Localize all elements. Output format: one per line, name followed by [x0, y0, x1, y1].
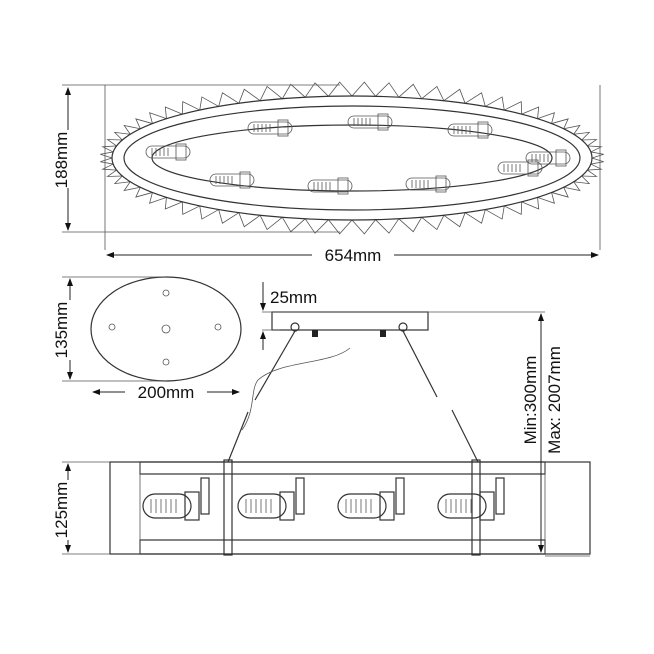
- inner-ring: [151, 124, 553, 192]
- crystal-drop: [304, 82, 329, 98]
- crystal-drop: [587, 145, 603, 153]
- canopy-side: [271, 311, 429, 331]
- crystal-drop: [537, 192, 555, 204]
- crystal-drop: [199, 205, 219, 220]
- crystal-drop: [123, 124, 141, 135]
- crystal-drop: [485, 96, 505, 111]
- outer-ring: [111, 95, 593, 221]
- lamp-top: [145, 143, 191, 161]
- crystal-drop: [537, 112, 555, 124]
- drop-min-label: Min:300mm: [521, 356, 540, 445]
- crystal-drop: [485, 205, 505, 220]
- canopy-width-label: 200mm: [138, 383, 195, 402]
- crystal-drop: [135, 187, 153, 198]
- top-view: 188mm 654mm: [52, 81, 604, 265]
- crystal-drop: [421, 85, 445, 101]
- crystal-drop: [573, 131, 591, 141]
- suspension-cable-right: [402, 330, 438, 398]
- crystal-drop: [199, 96, 219, 111]
- crystal-drop: [218, 92, 240, 107]
- height-label: 188mm: [52, 132, 71, 189]
- crystal-drop: [351, 219, 376, 235]
- crystal-drop: [563, 181, 581, 192]
- crystal-drop: [123, 181, 141, 192]
- crystal-drop: [149, 192, 167, 204]
- crystal-drop: [281, 217, 306, 233]
- length-label: 654mm: [325, 246, 382, 265]
- crystal-drop: [113, 131, 131, 141]
- crystal-drop: [164, 197, 183, 210]
- lamp-side: [437, 477, 505, 521]
- top-lamps: [145, 113, 571, 195]
- crystal-drop: [106, 169, 123, 177]
- crystal-drop: [181, 101, 200, 115]
- frame-ring: [123, 105, 581, 211]
- lamp-side: [237, 477, 305, 521]
- lamp-side: [337, 477, 405, 521]
- crystal-drop: [238, 212, 261, 228]
- lamp-top: [347, 113, 393, 131]
- crystal-drop: [281, 83, 306, 99]
- crystal-drop: [504, 101, 523, 115]
- crystal-drop: [587, 163, 603, 171]
- crystal-drop: [398, 217, 423, 233]
- lamp-top: [525, 149, 571, 167]
- crystal-drop: [581, 139, 598, 147]
- crystal-drop: [149, 112, 167, 124]
- crystal-drop: [100, 157, 114, 165]
- lamp-top: [209, 171, 255, 189]
- canopy-view: 135mm 200mm: [52, 276, 242, 402]
- lamp-side: [142, 477, 210, 521]
- lamp-top: [405, 175, 451, 193]
- crystal-drop: [464, 92, 486, 107]
- crystal-drop: [328, 219, 353, 235]
- crystal-drop: [375, 218, 400, 234]
- crystal-drop: [443, 212, 466, 228]
- crystal-drop: [581, 169, 598, 177]
- crystal-drop: [181, 201, 200, 215]
- crystal-drop: [573, 175, 591, 185]
- crystal-drop: [218, 209, 240, 224]
- crystal-drop: [304, 218, 329, 234]
- crystal-drop: [100, 151, 114, 159]
- crystal-drop: [590, 157, 604, 165]
- crystal-drop: [238, 88, 261, 104]
- crystal-drop: [351, 81, 376, 97]
- crystal-drop: [328, 81, 353, 97]
- crystal-drop: [504, 201, 523, 215]
- crystal-drop: [551, 187, 569, 198]
- lamp-top: [497, 159, 543, 177]
- crystal-drop: [375, 82, 400, 98]
- crystal-drop: [106, 139, 123, 147]
- fixture-height-label: 125mm: [52, 482, 71, 539]
- lamp-top: [247, 119, 293, 137]
- canopy-height-label: 25mm: [270, 288, 317, 307]
- crystal-drop: [101, 163, 117, 171]
- suspension-cable-left: [254, 330, 296, 401]
- canopy-depth-label: 135mm: [52, 302, 71, 359]
- crystal-drop: [551, 118, 569, 129]
- crystal-drop: [464, 209, 486, 224]
- crystal-drop: [521, 197, 540, 210]
- crystal-drop: [259, 215, 283, 231]
- crystal-drop: [521, 106, 540, 119]
- lamp-top: [307, 177, 353, 195]
- crystal-drop: [443, 88, 466, 104]
- crystal-drop: [563, 124, 581, 135]
- crystal-drop: [164, 106, 183, 119]
- crystal-drop: [590, 151, 604, 159]
- crystal-drop: [135, 118, 153, 129]
- crystal-drop: [113, 175, 131, 185]
- crystal-drop: [259, 85, 283, 101]
- lamp-top: [447, 121, 493, 139]
- power-cord: [241, 347, 351, 431]
- crystal-drop: [421, 215, 445, 231]
- crystal-border: [100, 81, 604, 235]
- side-lamps: [142, 477, 505, 521]
- drop-max-label: Max: 2007mm: [545, 346, 564, 454]
- crystal-drop: [101, 145, 117, 153]
- crystal-drop: [398, 83, 423, 99]
- side-view: 25mm Min:300mm Max: 2007mm 125mm: [52, 282, 591, 557]
